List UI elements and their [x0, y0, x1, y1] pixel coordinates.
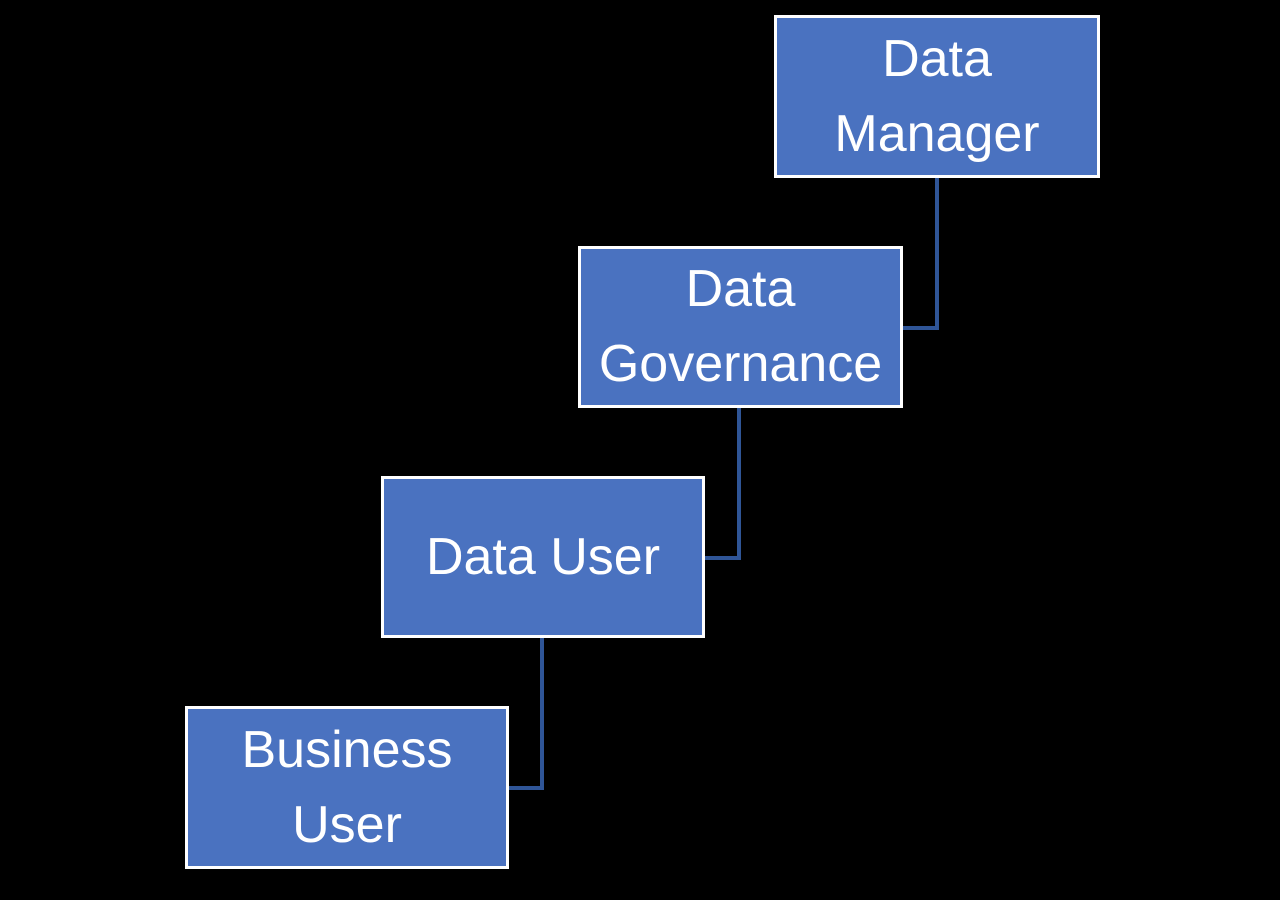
connector-horizontal-segment	[509, 786, 544, 790]
label-line: User	[292, 795, 402, 854]
connector-vertical-segment	[737, 408, 741, 560]
label-line: Data	[685, 260, 796, 318]
node-label: Data Governance	[599, 252, 882, 402]
label-line: Business	[241, 720, 453, 779]
connector-horizontal-segment	[903, 326, 939, 330]
node-label: Data Manager	[834, 22, 1039, 172]
node-label: Business User	[242, 713, 453, 863]
node-data-manager: Data Manager	[774, 15, 1100, 178]
node-data-user: Data User	[381, 476, 705, 638]
label-line: Governance	[598, 335, 883, 393]
connector-vertical-segment	[935, 178, 939, 330]
connector-horizontal-segment	[705, 556, 741, 560]
node-label: Data User	[426, 520, 660, 595]
node-business-user: Business User	[185, 706, 509, 869]
label-line: Data User	[425, 527, 661, 586]
label-line: Manager	[834, 104, 1040, 163]
connector-vertical-segment	[540, 638, 544, 790]
node-data-governance: Data Governance	[578, 246, 903, 408]
label-line: Data	[882, 29, 992, 88]
